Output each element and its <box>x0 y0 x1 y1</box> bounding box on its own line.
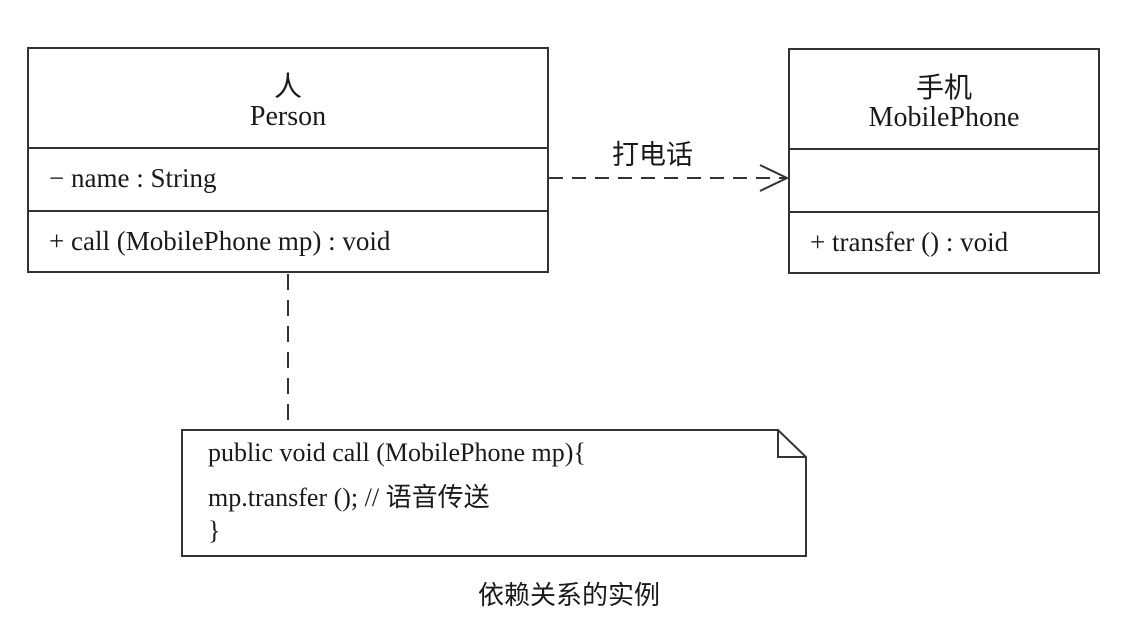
dependency-arrowhead <box>759 164 790 192</box>
figure-caption: 依赖关系的实例 <box>477 581 660 611</box>
note-line-1: public void call (MobilePhone mp){ <box>208 438 586 467</box>
mobilephone-name-en: MobilePhone <box>868 102 1020 133</box>
person-operation: + call (MobilePhone mp) : void <box>49 226 391 256</box>
mobilephone-class-box: 手机 MobilePhone + transfer () : void <box>788 48 1100 274</box>
person-attribute-compartment: − name : String <box>29 147 547 210</box>
note: public void call (MobilePhone mp){ mp.tr… <box>182 430 806 556</box>
mobilephone-operation-compartment: + transfer () : void <box>790 211 1098 272</box>
note-line-2: mp.transfer (); // 语音传送 <box>208 483 490 512</box>
mobilephone-operation: + transfer () : void <box>810 227 1009 257</box>
person-class-box: 人 Person − name : String + call (MobileP… <box>27 47 549 273</box>
note-line-3: } <box>208 516 221 545</box>
mobilephone-name-compartment: 手机 MobilePhone <box>790 50 1098 148</box>
person-name-cn: 人 <box>273 70 302 103</box>
dependency-label: 打电话 <box>612 140 693 171</box>
person-name-compartment: 人 Person <box>29 49 547 147</box>
person-operation-compartment: + call (MobilePhone mp) : void <box>29 210 547 271</box>
mobilephone-attribute-compartment <box>790 148 1098 211</box>
mobilephone-name-cn: 手机 <box>915 71 972 104</box>
person-name-en: Person <box>249 101 327 132</box>
person-attribute: − name : String <box>49 163 217 193</box>
